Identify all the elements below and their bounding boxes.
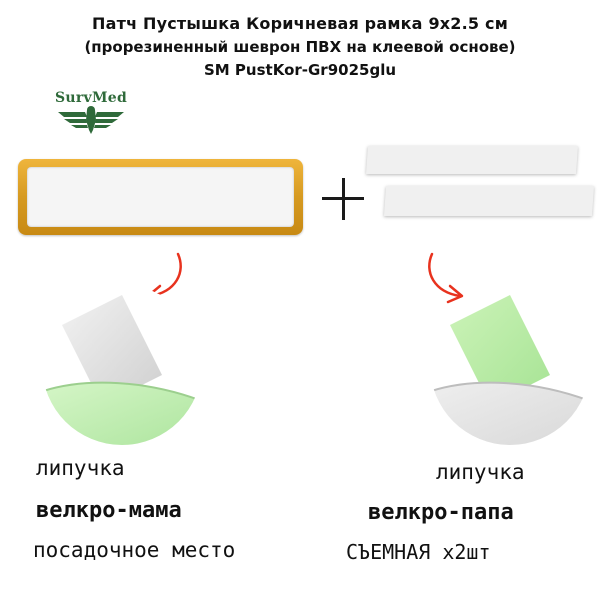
arrow-right-icon (428, 252, 464, 304)
brand-name: SurvMed (54, 90, 128, 106)
velcro-strip-2 (383, 186, 595, 216)
velcro-strip-1 (366, 146, 578, 174)
label-mounting-place: посадочное место (33, 538, 236, 562)
label-velcro-male: велкро-папа (368, 500, 514, 525)
label-velcro-right: липучка (436, 460, 525, 484)
velcro-female-closeup (42, 285, 202, 445)
title-line-3: SM PustKor-Gr9025glu (203, 61, 397, 79)
label-removable: СЪЕМНАЯ x2шт (346, 540, 491, 564)
velcro-male-closeup (430, 285, 590, 445)
patch-frame (18, 159, 303, 235)
plus-icon (322, 178, 364, 220)
label-velcro-left: липучка (36, 456, 125, 480)
title-line-1: Патч Пустышка Коричневая рамка 9x2.5 см (92, 14, 508, 33)
label-velcro-female: велкро-мама (36, 498, 182, 523)
title-line-2: (прорезиненный шеврон ПВХ на клеевой осн… (84, 38, 516, 56)
brand-logo: SurvMed (44, 90, 138, 136)
eagle-icon (58, 106, 124, 134)
patch-blank-area (27, 167, 294, 227)
